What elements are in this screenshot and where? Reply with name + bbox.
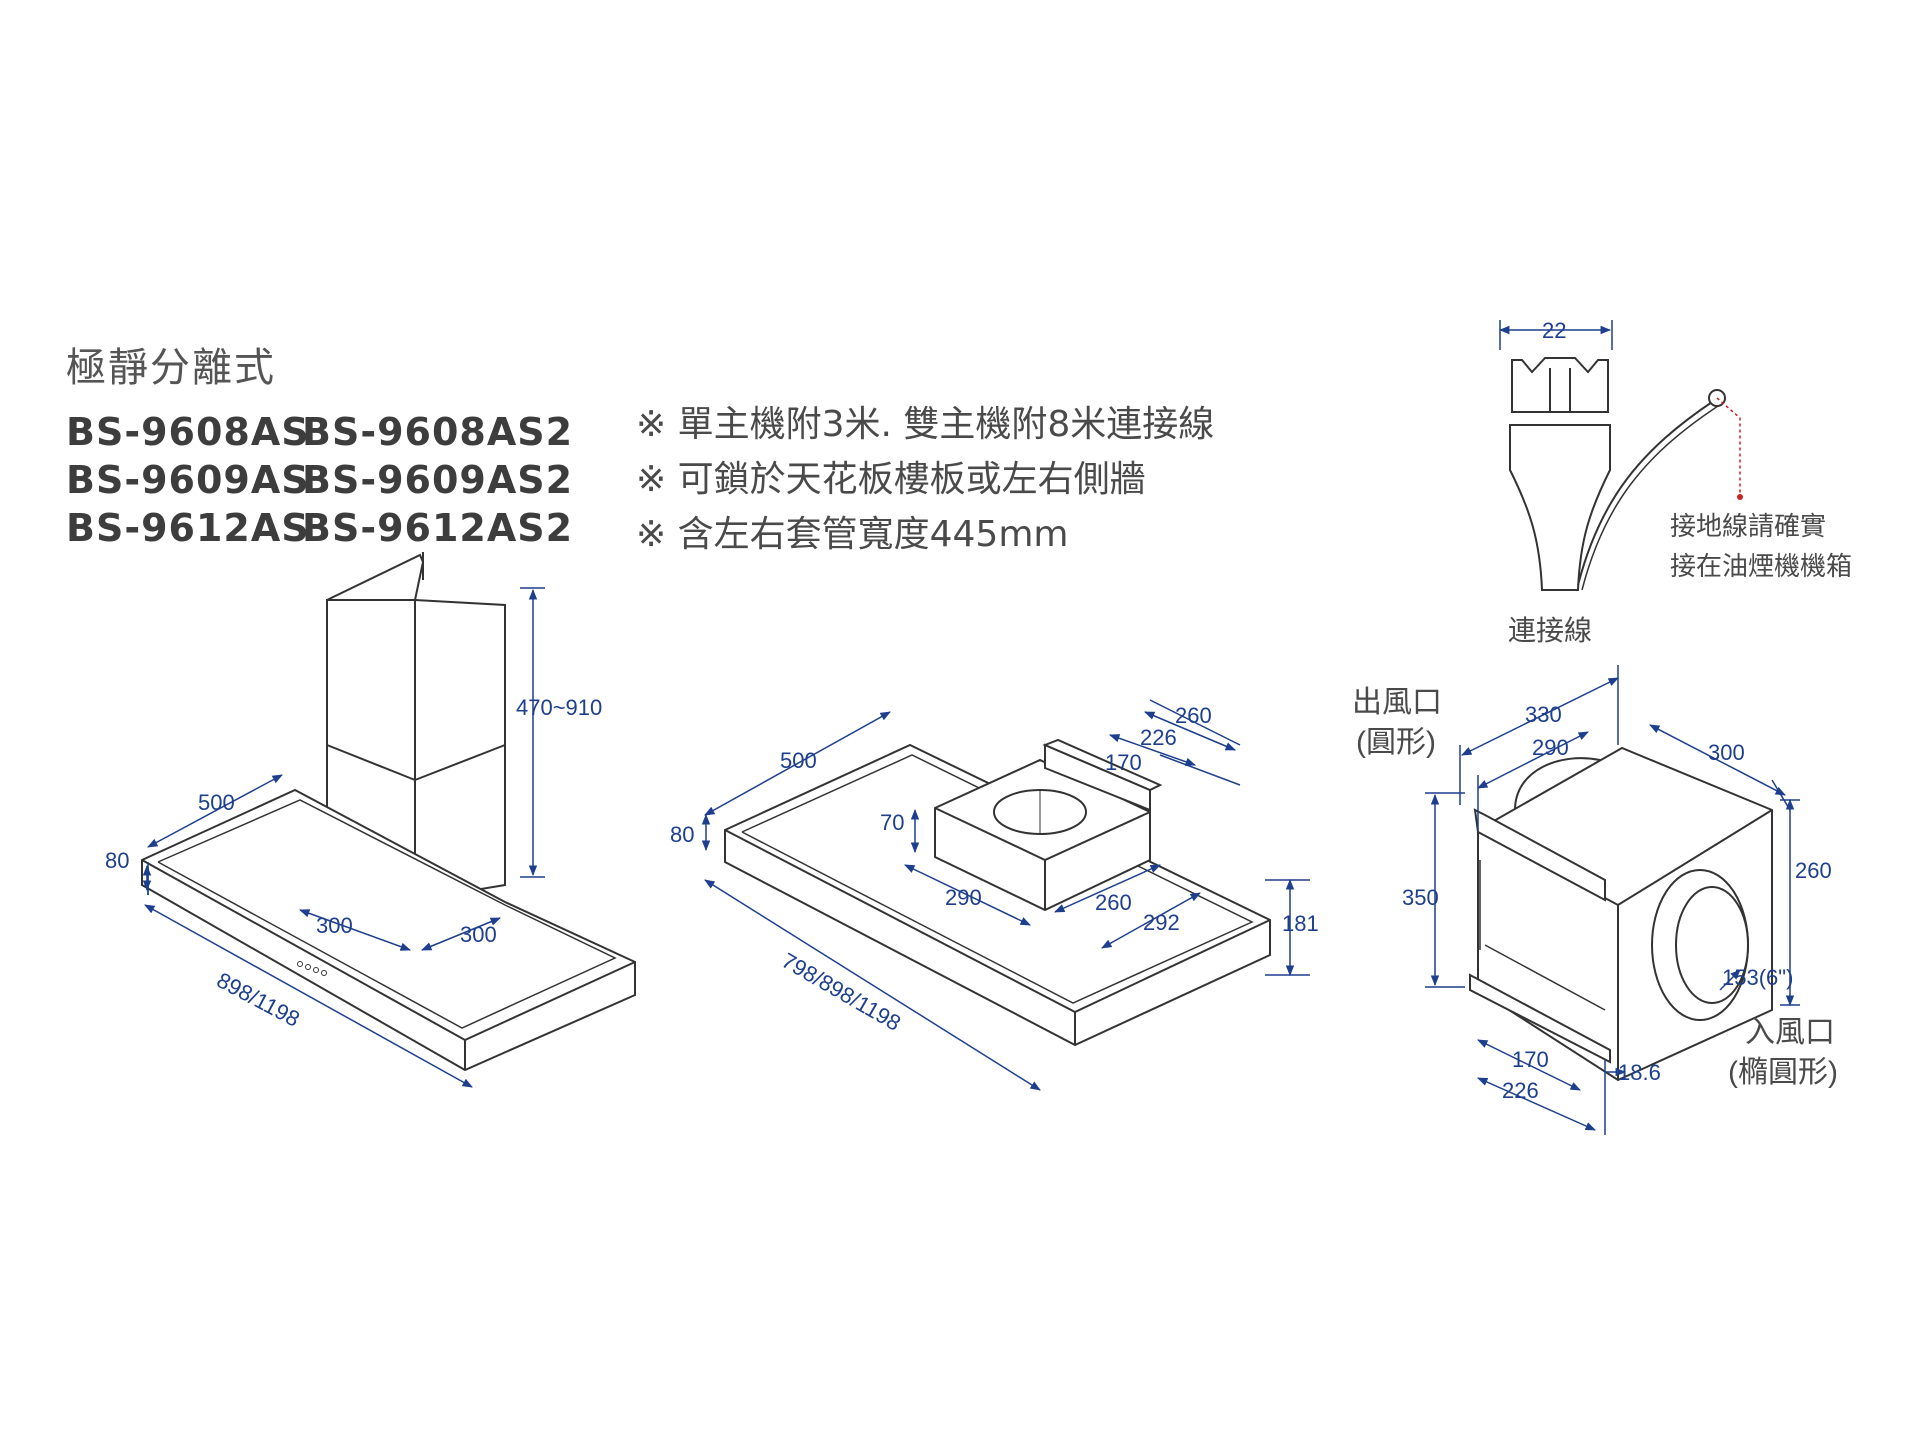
outlet-label: 出風口 — [1352, 686, 1442, 719]
dim-18-6: 18.6 — [1618, 1060, 1661, 1085]
dim-box-width: 260 — [1095, 890, 1132, 915]
dim-226: 226 — [1502, 1078, 1539, 1103]
dim-plate-226: 226 — [1140, 725, 1177, 750]
model-name: BS-9608AS2 — [302, 410, 574, 454]
product-series-title: 極靜分離式 — [66, 345, 276, 391]
ground-note: 接地線請確實 — [1670, 511, 1826, 541]
dim-inlet-diameter: 153(6") — [1722, 965, 1793, 990]
dim-thickness: 80 — [105, 848, 129, 873]
dim-292: 292 — [1143, 910, 1180, 935]
chimney-hood-dimensions — [142, 587, 545, 1088]
connector-label: 連接線 — [1508, 615, 1592, 646]
dim-260: 260 — [1795, 858, 1832, 883]
motor-box-dimensions — [1425, 665, 1800, 1135]
dim-290: 290 — [1532, 735, 1569, 760]
dim-connector-width: 22 — [1542, 318, 1566, 343]
model-name: BS-9609AS2 — [302, 458, 574, 502]
flat-hood-dimensions — [701, 699, 1310, 1091]
connector-drawing — [1509, 357, 1726, 591]
note-mounting: ※ 可鎖於天花板樓板或左右側牆 — [636, 459, 1146, 500]
dim-350: 350 — [1402, 885, 1439, 910]
note-sleeve-width: ※ 含左右套管寬度445mm — [636, 514, 1069, 555]
dim-width: 898/1198 — [213, 967, 304, 1031]
model-name: BS-9612AS — [66, 506, 310, 550]
dim-330: 330 — [1525, 702, 1562, 727]
dim-300: 300 — [1708, 740, 1745, 765]
inlet-shape: (橢圓形) — [1728, 1056, 1838, 1089]
dim-width: 798/898/1198 — [778, 948, 906, 1036]
dim-box-depth: 290 — [945, 885, 982, 910]
dim-chimney-height: 470~910 — [516, 695, 602, 720]
dim-thickness: 80 — [670, 822, 694, 847]
dim-depth: 500 — [780, 748, 817, 773]
dim-chimney-left: 300 — [316, 913, 353, 938]
dim-plate-170: 170 — [1105, 750, 1142, 775]
connector-dimension — [1498, 320, 1613, 350]
dim-170: 170 — [1512, 1047, 1549, 1072]
outlet-shape: (圓形) — [1356, 726, 1436, 759]
flat-hood-drawing — [724, 738, 1271, 1047]
note-cable: ※ 單主機附3米. 雙主機附8米連接線 — [636, 404, 1215, 445]
model-name: BS-9608AS — [66, 410, 310, 454]
dim-box-height: 70 — [880, 810, 904, 835]
ground-note: 接在油煙機機箱 — [1670, 551, 1852, 581]
dim-height-181: 181 — [1282, 911, 1319, 936]
motor-box-drawing — [1469, 746, 1773, 1082]
model-name: BS-9609AS — [66, 458, 310, 502]
ground-lead-dot — [1737, 494, 1743, 500]
inlet-label: 入風口 — [1745, 1016, 1835, 1049]
connector-labels: 22 連接線 接地線請確實 接在油煙機機箱 — [1508, 318, 1852, 646]
dim-depth: 500 — [198, 790, 235, 815]
dim-plate-260: 260 — [1175, 703, 1212, 728]
dim-chimney-right: 300 — [460, 922, 497, 947]
ground-lead-line — [1716, 397, 1741, 495]
model-name: BS-9612AS2 — [302, 506, 574, 550]
motor-box-labels: 出風口 (圓形) 入風口 (橢圓形) 330 290 300 260 350 1… — [1352, 686, 1838, 1103]
